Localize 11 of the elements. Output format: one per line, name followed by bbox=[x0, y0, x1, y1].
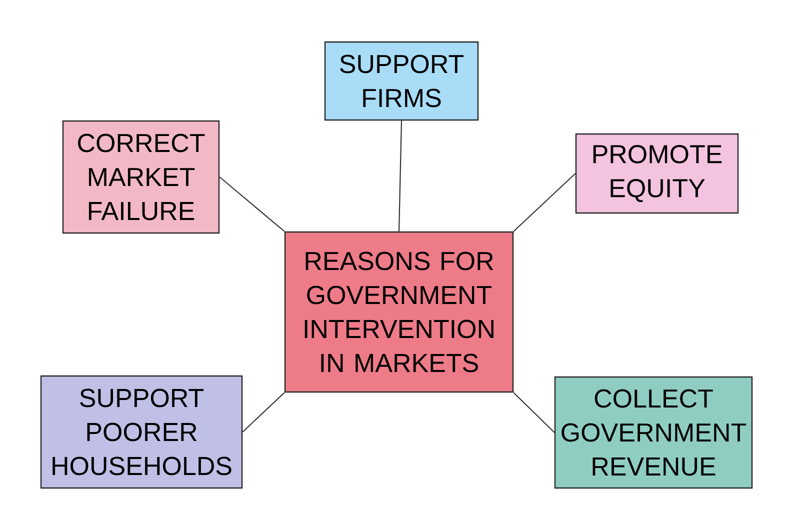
topic-box: PROMOTE EQUITY bbox=[575, 133, 739, 214]
topic-box: COLLECT GOVERNMENT REVENUE bbox=[554, 376, 753, 489]
connector-line bbox=[398, 120, 402, 232]
connector-line bbox=[513, 392, 555, 433]
central-topic-box: REASONS FOR GOVERNMENT INTERVENTION IN MARKETS bbox=[284, 231, 514, 393]
topic-box: SUPPORT POORER HOUSEHOLDS bbox=[40, 375, 243, 489]
topic-box: CORRECT MARKET FAILURE bbox=[62, 120, 220, 234]
connector-line bbox=[219, 176, 285, 232]
connector-line bbox=[242, 392, 285, 432]
topic-box: SUPPORT FIRMS bbox=[324, 41, 479, 121]
connector-line bbox=[513, 173, 576, 232]
